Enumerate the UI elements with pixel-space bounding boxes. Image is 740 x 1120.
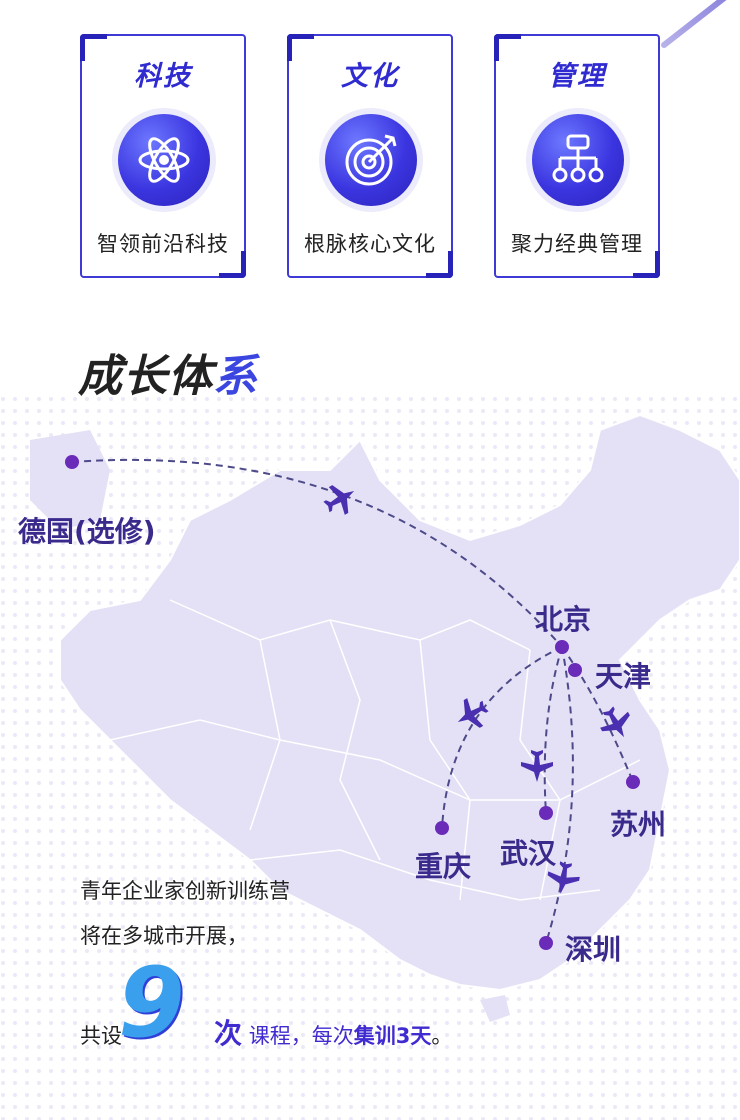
corner-decoration: [659, 0, 740, 50]
china-route-map: [0, 395, 740, 1120]
card-subtitle: 根脉核心文化: [304, 232, 436, 256]
card-title: 文化: [341, 61, 399, 92]
city-label-suzhou: 苏州: [610, 808, 667, 841]
session-count: 9: [118, 947, 185, 1059]
card-management: 管理 聚力经典管理: [494, 34, 660, 278]
city-label-shenzhen: 深圳: [565, 933, 622, 966]
org-chart-icon: [532, 114, 624, 206]
europe-map-shape: [30, 430, 110, 530]
description-line-3: 共设 次 课程，每次集训3天。: [80, 1012, 452, 1052]
card-subtitle: 聚力经典管理: [511, 232, 643, 256]
city-label-wuhan: 武汉: [500, 837, 557, 870]
atom-icon: [118, 114, 210, 206]
section-title-last: 系: [213, 351, 258, 402]
china-map-shape: [59, 413, 740, 992]
section-title-main: 成长体: [78, 351, 213, 402]
card-culture: 文化 根脉核心文化: [287, 34, 453, 278]
description-end: 。: [431, 1024, 453, 1048]
city-markers: [65, 455, 640, 950]
hainan-island: [480, 995, 510, 1022]
description-line-2: 将在多城市开展，: [80, 924, 248, 948]
description-highlight: 集训3天: [353, 1024, 432, 1048]
card-technology: 科技 智领前沿科技: [80, 34, 246, 278]
province-borders: [109, 599, 641, 901]
card-title: 管理: [548, 61, 606, 92]
description-unit: 次: [214, 1017, 243, 1050]
city-label-germany: 德国(选修): [18, 515, 156, 548]
city-label-beijing: 北京: [535, 603, 592, 636]
description-course: 课程，每次: [242, 1024, 354, 1048]
section-title: 成长体系: [78, 340, 258, 404]
card-subtitle: 智领前沿科技: [97, 232, 229, 256]
city-label-tianjin: 天津: [595, 660, 652, 693]
target-icon: [325, 114, 417, 206]
description-line-1: 青年企业家创新训练营: [80, 879, 290, 903]
description-prefix: 共设: [80, 1024, 122, 1048]
card-title: 科技: [134, 61, 192, 92]
city-label-chongqing: 重庆: [415, 850, 472, 883]
